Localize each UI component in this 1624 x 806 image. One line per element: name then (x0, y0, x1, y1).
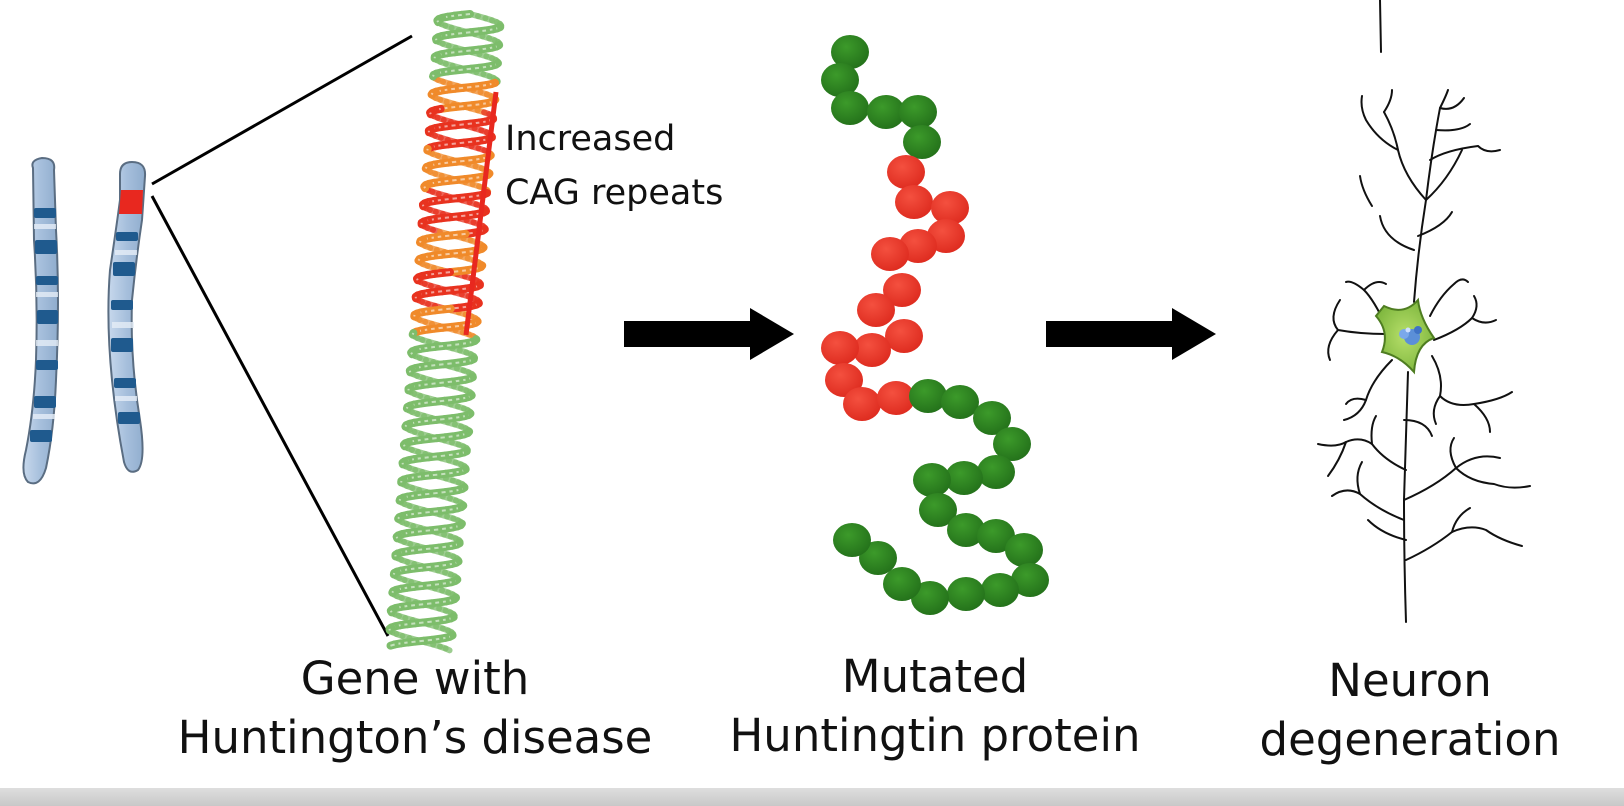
protein-bead-normal (981, 573, 1019, 607)
bottom-edge-bar (0, 788, 1624, 806)
protein-bead-normal (945, 461, 983, 495)
dna-strand-highlight (429, 112, 432, 115)
protein-bead-mutated (885, 319, 923, 353)
protein-bead-mutated (821, 331, 859, 365)
protein-bead-normal (867, 95, 905, 129)
protein-bead-normal (831, 91, 869, 125)
chromosome-mutated-icon (107, 160, 147, 473)
protein-bead-normal (941, 385, 979, 419)
dna-strand-highlight (390, 643, 395, 647)
protein-bead-mutated (883, 273, 921, 307)
protein-bead-normal (821, 63, 859, 97)
dna-strand-highlight (404, 424, 408, 428)
protein-bead-mutated (895, 185, 933, 219)
protein-bead-mutated (853, 333, 891, 367)
annotation-line-2: CAG repeats (505, 173, 724, 214)
protein-bead-normal (899, 95, 937, 129)
protein-bead-normal (903, 125, 941, 159)
protein-bead-normal (1011, 563, 1049, 597)
protein-caption-line-2: Huntingtin protein (729, 708, 1141, 762)
protein-bead-normal (947, 513, 985, 547)
dna-strand-highlight (424, 166, 428, 169)
dna-strand-highlight (411, 332, 415, 335)
dna-strand-highlight (398, 498, 402, 501)
protein-bead-normal (919, 493, 957, 527)
dna-strand-highlight (391, 590, 395, 594)
protein-chain-icon (821, 35, 1049, 615)
protein-bead-mutated (857, 293, 895, 327)
protein-bead-normal (831, 35, 869, 69)
neuron-caption-line-1: Neuron (1328, 654, 1492, 707)
protein-bead-normal (859, 541, 897, 575)
cag-repeats-annotation: Increased CAG repeats (505, 112, 723, 221)
neuron-caption: Neuron degeneration (1240, 652, 1580, 769)
dna-strand-segment (442, 645, 453, 654)
protein-bead-normal (883, 567, 921, 601)
neuron-caption-line-2: degeneration (1259, 712, 1561, 766)
annotation-line-1: Increased (505, 119, 676, 159)
protein-bead-mutated (887, 155, 925, 189)
gene-caption: Gene with Huntington’s disease (150, 650, 680, 767)
protein-bead-mutated (877, 381, 915, 415)
gene-caption-line-2: Huntington’s disease (177, 710, 653, 764)
protein-bead-mutated (871, 237, 909, 271)
dna-strand-highlight (410, 352, 413, 355)
protein-bead-mutated (931, 191, 969, 225)
dna-helix-icon (385, 10, 505, 654)
dna-strand-highlight (430, 92, 434, 96)
protein-caption: Mutated Huntingtin protein (715, 648, 1155, 765)
dna-strand-highlight (403, 444, 406, 447)
dna-strand-highlight (432, 74, 435, 77)
dna-strand-highlight (423, 186, 426, 189)
protein-bead-mutated (843, 387, 881, 421)
protein-bead-normal (833, 523, 871, 557)
dna-strand-highlight (419, 240, 422, 243)
dna-strand-highlight (416, 278, 419, 281)
zoom-lines (150, 34, 413, 637)
protein-bead-normal (973, 401, 1011, 435)
protein-bead-normal (913, 463, 951, 497)
dna-strand-highlight (397, 516, 401, 520)
protein-bead-mutated (825, 363, 863, 397)
right-arrow-icon (1046, 308, 1216, 360)
dna-strand-highlight (395, 536, 399, 539)
protein-bead-normal (911, 581, 949, 615)
protein-caption-line-1: Mutated (841, 650, 1029, 703)
cag-repeat-bracket (463, 91, 499, 336)
protein-bead-normal (947, 577, 985, 611)
dna-strand-highlight (389, 610, 393, 613)
protein-bead-normal (977, 455, 1015, 489)
protein-bead-normal (1005, 533, 1043, 567)
neuron-icon (1317, 0, 1531, 623)
protein-bead-normal (909, 379, 947, 413)
protein-bead-normal (993, 427, 1031, 461)
chromosome-left-icon (22, 156, 59, 485)
dna-strand-highlight (436, 20, 440, 23)
right-arrow-icon (624, 308, 794, 360)
gene-caption-line-1: Gene with (300, 652, 530, 705)
dna-strand-highlight (417, 258, 421, 262)
protein-bead-normal (977, 519, 1015, 553)
